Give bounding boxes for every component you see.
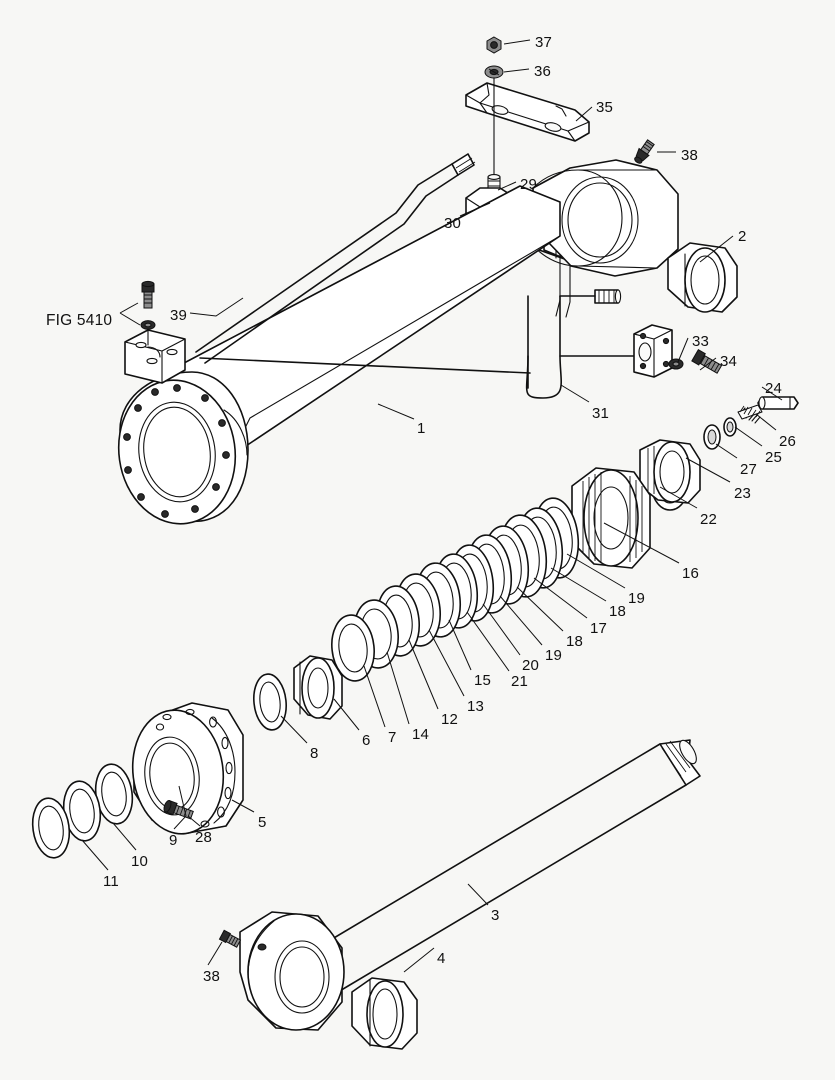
callout-18-right: 18	[609, 603, 627, 620]
callout-39: 39	[170, 307, 188, 324]
part-2-bushing	[667, 242, 738, 313]
callout-38-bottom: 38	[203, 968, 221, 985]
callout-26: 26	[779, 433, 797, 450]
callout-10: 10	[131, 853, 149, 870]
part-5-gland-flange	[131, 702, 244, 835]
callout-1: 1	[417, 420, 426, 437]
part-22-ring	[639, 439, 701, 504]
callout-2: 2	[738, 228, 747, 245]
callout-33: 33	[692, 333, 710, 350]
part-35-clamp-plate	[465, 82, 590, 142]
part-37-hex-nut	[486, 36, 502, 54]
callout-29: 29	[520, 176, 538, 193]
callout-6: 6	[362, 732, 371, 749]
callout-28: 28	[195, 829, 213, 846]
part-33-34-flange-bolt	[633, 324, 723, 378]
callout-9: 9	[169, 832, 178, 849]
part-31-hydraulic-tube	[195, 153, 637, 399]
callout-fig-5410: FIG 5410	[46, 312, 113, 329]
callout-11: 11	[103, 873, 119, 890]
callout-31: 31	[592, 405, 610, 422]
part-16-piston	[571, 467, 651, 569]
callout-12: 12	[441, 711, 459, 728]
leader-lines	[81, 39, 783, 973]
callout-14: 14	[412, 726, 430, 743]
callout-19-right: 19	[628, 590, 646, 607]
callout-20: 20	[522, 657, 540, 674]
part-1-cylinder-barrel-tube	[117, 185, 561, 525]
callout-25: 25	[765, 449, 783, 466]
callout-7: 7	[388, 729, 397, 746]
part-36-lock-washer	[484, 65, 504, 79]
callout-21: 21	[511, 673, 529, 690]
part-38-grease-nipple-top	[634, 139, 655, 164]
callout-3: 3	[491, 907, 500, 924]
callout-30: 30	[444, 215, 462, 232]
part-26-spring	[737, 404, 763, 424]
callout-36: 36	[534, 63, 552, 80]
callout-37: 37	[535, 34, 553, 51]
seal-ring-stack	[253, 497, 580, 731]
callout-27: 27	[740, 461, 758, 478]
part-39-port-block	[119, 280, 186, 384]
callout-16: 16	[682, 565, 700, 582]
callout-4: 4	[437, 950, 446, 967]
callout-17: 17	[590, 620, 608, 637]
callout-23: 23	[734, 485, 752, 502]
seals-9-10-11	[31, 763, 134, 859]
part-3-piston-rod	[218, 739, 701, 1031]
callout-22: 22	[700, 511, 718, 528]
part-24-pin	[757, 396, 799, 410]
callout-19-mid: 19	[545, 647, 563, 664]
callout-13: 13	[467, 698, 485, 715]
callout-24: 24	[765, 380, 783, 397]
part-27-washer	[703, 424, 721, 450]
callout-38-top: 38	[681, 147, 699, 164]
part-25-washer	[723, 417, 737, 437]
callout-34: 34	[720, 353, 738, 370]
callout-5: 5	[258, 814, 267, 831]
callout-15: 15	[474, 672, 492, 689]
callout-18-mid: 18	[566, 633, 584, 650]
callout-8: 8	[310, 745, 319, 762]
part-4-bushing	[351, 977, 418, 1050]
callout-35: 35	[596, 99, 614, 116]
